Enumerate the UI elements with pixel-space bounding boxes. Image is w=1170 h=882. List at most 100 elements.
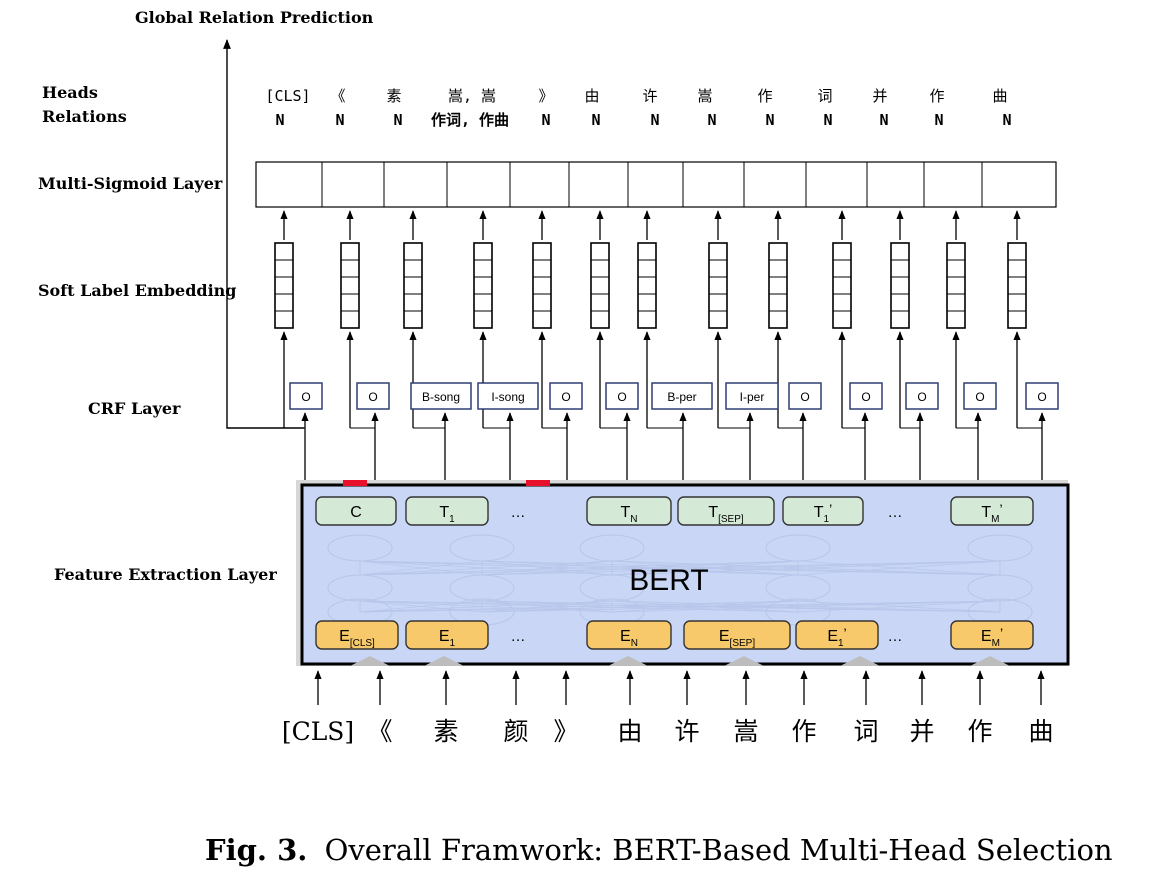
label-embedding-vector — [637, 242, 657, 329]
crf-tag-box — [725, 382, 779, 410]
hidden-connection — [359, 600, 1001, 613]
bert-output-node-sub: [SEP] — [718, 514, 744, 525]
bert-embedding-node-main: E — [827, 628, 838, 645]
head-token: 《 — [330, 87, 345, 105]
bert-hidden-mesh — [327, 534, 1033, 626]
bert-input-wedge — [608, 656, 648, 666]
crf-tag-label: I-per — [740, 390, 765, 404]
head-token: 嵩, 嵩 — [448, 87, 496, 105]
crf-layer-label: CRF Layer — [88, 399, 181, 418]
global-relation-label: Global Relation Prediction — [135, 8, 374, 27]
soft-label-embedding-label: Soft Label Embedding — [38, 281, 236, 300]
hidden-connection — [611, 560, 799, 576]
input-token: 嵩 — [733, 717, 758, 746]
hidden-connection — [797, 600, 1001, 613]
bert-embedding-node-box — [683, 620, 791, 650]
embedding-frame — [1007, 242, 1027, 329]
bert-embedding-node-sub: 1 — [838, 638, 844, 649]
input-token: 》 — [553, 717, 578, 746]
bert-embedding-node-sub: [SEP] — [730, 638, 756, 649]
relation-token: N — [879, 111, 888, 129]
input-token: 许 — [674, 717, 699, 746]
head-token: 并 — [872, 87, 887, 105]
embedding-frame — [473, 242, 493, 329]
bert-embedding-node-main: E — [439, 628, 450, 645]
bert-output-node-box — [782, 496, 864, 526]
relation-token: N — [541, 111, 550, 129]
relation-token: 作词, 作曲 — [431, 111, 509, 129]
bert-embedding-node-sub: 1 — [450, 638, 456, 649]
relation-token: N — [707, 111, 716, 129]
bert-embedding-node-label: EM’ — [981, 625, 1003, 649]
hidden-connection — [359, 600, 799, 613]
embedding-frame — [403, 242, 423, 329]
bert-embedding-node-suffix: ’ — [1000, 625, 1003, 641]
embedding-frame — [637, 242, 657, 329]
bert-embedding-node-main: E — [719, 628, 730, 645]
bert-embedding-node-label: E1’ — [827, 625, 846, 649]
hidden-connection — [481, 560, 613, 576]
embedding-frame — [532, 242, 552, 329]
bert-embedding-node-label: EN — [620, 628, 638, 649]
bert-input-wedge — [724, 656, 764, 666]
hidden-connection — [611, 560, 1001, 576]
relation-token: N — [275, 111, 284, 129]
bert-output-node-suffix: ’ — [1000, 501, 1003, 517]
bert-output-node-sub: M — [991, 514, 999, 525]
hidden-connection — [611, 600, 799, 613]
relation-token: N — [591, 111, 600, 129]
bert-output-node-box — [950, 496, 1034, 526]
bert-output-node-label: T1 — [439, 504, 455, 525]
bert-output-node-sub: 1 — [824, 514, 830, 525]
heads-row: [CLS]《素嵩, 嵩》由许嵩作词并作曲 — [265, 87, 1007, 105]
head-token: 作 — [929, 87, 944, 105]
input-token: 作 — [791, 717, 816, 746]
crf-tag-box — [289, 382, 323, 410]
red-marker-right — [526, 480, 550, 486]
bert-embedding-node-suffix: ’ — [844, 625, 847, 641]
sigmoid-box — [255, 161, 1057, 208]
label-embedding-vector — [403, 242, 423, 329]
soft-label-embeddings — [274, 210, 1027, 428]
crf-tag-box — [605, 382, 639, 410]
crf-tag-box — [410, 382, 472, 410]
hidden-connection — [481, 600, 613, 613]
node-ellipsis: … — [888, 504, 903, 521]
input-sentence: [CLS]《素颜》由许嵩作词并作曲 — [282, 656, 1054, 746]
bert-input-wedge — [840, 656, 880, 666]
embedding-frame — [340, 242, 360, 329]
input-token: 素 — [433, 717, 458, 746]
crf-tag-label: B-song — [422, 390, 460, 404]
crf-tag-label: O — [368, 390, 377, 404]
figure-caption: Fig. 3. Overall Framwork: BERT-Based Mul… — [205, 833, 1113, 867]
input-token: [CLS] — [282, 717, 354, 746]
bert-embedding-node-main: E — [339, 628, 350, 645]
embedding-frame — [946, 242, 966, 329]
node-ellipsis: … — [888, 628, 903, 645]
crf-tag-box — [356, 382, 390, 410]
label-embedding-vector — [532, 242, 552, 329]
head-token: 曲 — [992, 87, 1007, 105]
bert-embedding-node-box — [405, 620, 489, 650]
label-embedding-vector — [590, 242, 610, 329]
bert-output-node-label: TM’ — [981, 501, 1002, 525]
label-embedding-vector — [708, 242, 728, 329]
input-token: 作 — [967, 717, 992, 746]
bert-output-node-box — [677, 496, 775, 526]
input-token: 词 — [853, 717, 878, 746]
bert-output-node-box — [405, 496, 489, 526]
input-token: 曲 — [1028, 717, 1053, 746]
head-token: 由 — [584, 87, 599, 105]
relation-token: N — [393, 111, 402, 129]
label-embedding-vector — [473, 242, 493, 329]
crf-tag-label: O — [561, 390, 570, 404]
hidden-connection — [481, 560, 1001, 576]
embedding-frame — [708, 242, 728, 329]
bert-output-node-sub: 1 — [449, 514, 455, 525]
crf-tag-box — [788, 382, 822, 410]
label-embedding-vector — [890, 242, 910, 329]
bert-output-node-sub: N — [630, 514, 637, 525]
relations-label: Relations — [42, 107, 127, 126]
